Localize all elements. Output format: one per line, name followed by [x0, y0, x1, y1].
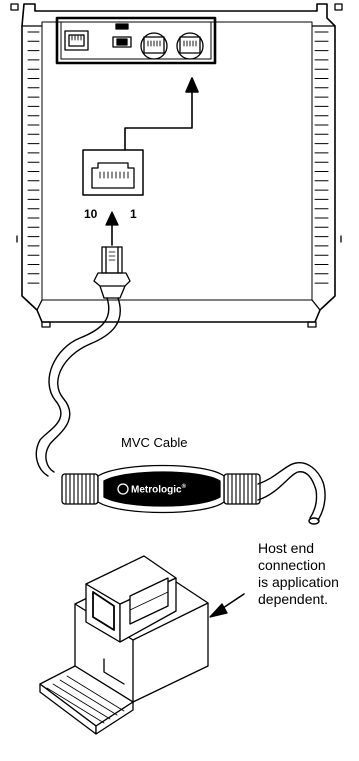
- rj-plug: [93, 246, 131, 299]
- brand-logo: Metrologic®: [131, 484, 186, 495]
- rj-port-icon: [140, 32, 168, 60]
- computer-icon: [39, 555, 209, 735]
- scanner-housing: [10, 3, 343, 328]
- host-note-line: is application: [258, 574, 339, 590]
- brand-logo-text: Metrologic: [131, 484, 182, 496]
- pin-label-1: 1: [130, 207, 137, 221]
- registered-mark: ®: [181, 484, 186, 490]
- vent-slots-left: [27, 31, 40, 284]
- port-panel: [55, 16, 217, 65]
- modular-jack: [82, 149, 144, 196]
- arrow-pointer: [209, 593, 245, 618]
- host-note-line: connection: [258, 557, 326, 573]
- host-note-line: Host end: [258, 540, 315, 556]
- rj45-port-icon: [64, 30, 89, 51]
- cable: [35, 297, 326, 525]
- cable-module: [61, 464, 261, 514]
- pin-label-10: 10: [84, 207, 98, 221]
- arrow-right-up-icon: [124, 77, 199, 151]
- rj-port-icon: [176, 32, 204, 60]
- power-jack-icon: [112, 23, 132, 48]
- arrow-up-icon: [105, 211, 119, 246]
- host-note-line: dependent.: [258, 591, 329, 607]
- cable-label: MVC Cable: [121, 435, 188, 450]
- vent-slots-right: [314, 31, 329, 284]
- host-note: Host end connection is application depen…: [258, 540, 359, 608]
